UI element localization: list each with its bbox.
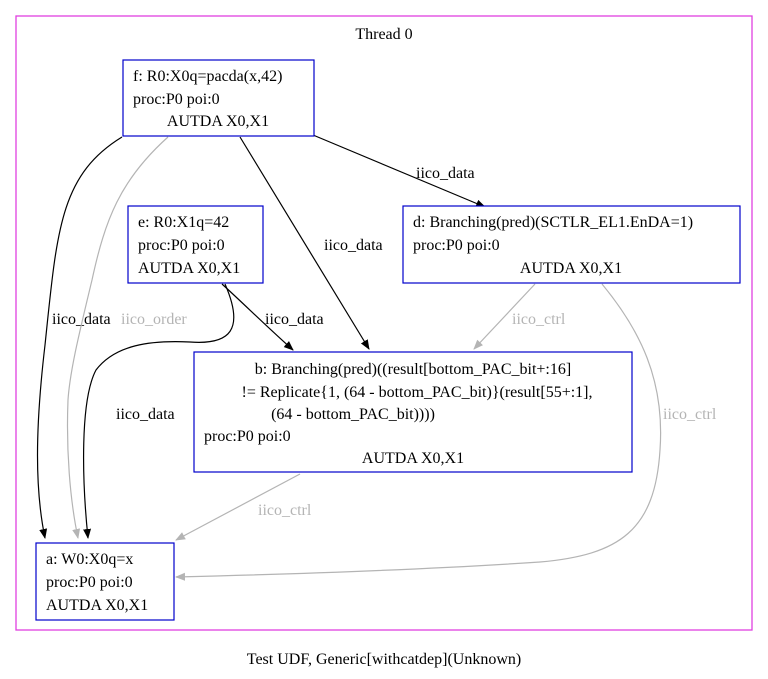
node-f-line-1: f: R0:X0q=pacda(x,42) (133, 68, 282, 85)
node-e[interactable]: e: R0:X1q=42 proc:P0 poi:0 AUTDA X0,X1 (127, 205, 264, 284)
node-e-line-1: e: R0:X1q=42 (138, 214, 229, 231)
edges: iico_data iico_data iico_data iico_order… (36, 134, 717, 581)
node-b-line-4: proc:P0 poi:0 (204, 428, 291, 445)
edge-label-f-d: iico_data (416, 165, 475, 182)
node-d-line-2: proc:P0 poi:0 (413, 237, 500, 254)
node-b[interactable]: b: Branching(pred)((result[bottom_PAC_bi… (193, 351, 633, 473)
edge-b-a (175, 473, 301, 541)
node-a[interactable]: a: W0:X0q=x proc:P0 poi:0 AUTDA X0,X1 (35, 542, 175, 621)
edge-label-f-a-order: iico_order (121, 311, 187, 328)
graph-caption: Test UDF, Generic[withcatdep](Unknown) (247, 651, 521, 668)
node-a-line-2: proc:P0 poi:0 (46, 574, 133, 591)
node-d-line-1: d: Branching(pred)(SCTLR_EL1.EnDA=1) (413, 214, 693, 231)
edge-d-a (175, 283, 662, 581)
edge-label-b-a: iico_ctrl (258, 502, 312, 519)
edge-f-d (312, 134, 486, 208)
node-f[interactable]: f: R0:X0q=pacda(x,42) proc:P0 poi:0 AUTD… (122, 59, 315, 137)
edge-label-e-b: iico_data (265, 311, 324, 328)
cluster-label: Thread 0 (355, 26, 412, 43)
node-a-line-1: a: W0:X0q=x (46, 551, 133, 568)
node-f-line-2: proc:P0 poi:0 (133, 91, 220, 108)
edge-label-d-b: iico_ctrl (512, 311, 566, 328)
cluster-thread-0 (15, 15, 753, 631)
edge-f-a-data (36, 136, 123, 539)
edge-e-b (221, 283, 294, 351)
edge-f-b (239, 136, 370, 350)
node-a-line-3: AUTDA X0,X1 (46, 597, 148, 614)
edge-label-f-b: iico_data (324, 237, 383, 254)
node-e-line-2: proc:P0 poi:0 (138, 237, 225, 254)
edge-label-d-a: iico_ctrl (663, 406, 717, 423)
node-b-line-3: (64 - bottom_PAC_bit)))) (271, 406, 435, 423)
node-d[interactable]: d: Branching(pred)(SCTLR_EL1.EnDA=1) pro… (402, 205, 741, 284)
edge-d-b (473, 283, 536, 350)
edge-e-a (82, 283, 235, 539)
edge-label-e-a: iico_data (116, 406, 175, 423)
node-e-line-3: AUTDA X0,X1 (138, 260, 240, 277)
node-d-line-3: AUTDA X0,X1 (520, 260, 622, 277)
node-f-line-3: AUTDA X0,X1 (167, 113, 269, 130)
edge-f-a-order (66, 136, 169, 539)
edge-label-f-a-data: iico_data (52, 311, 111, 328)
node-b-line-2: != Replicate{1, (64 - bottom_PAC_bit)}(r… (242, 384, 593, 401)
node-b-line-5: AUTDA X0,X1 (362, 450, 464, 467)
node-b-line-1: b: Branching(pred)((result[bottom_PAC_bi… (255, 361, 571, 378)
